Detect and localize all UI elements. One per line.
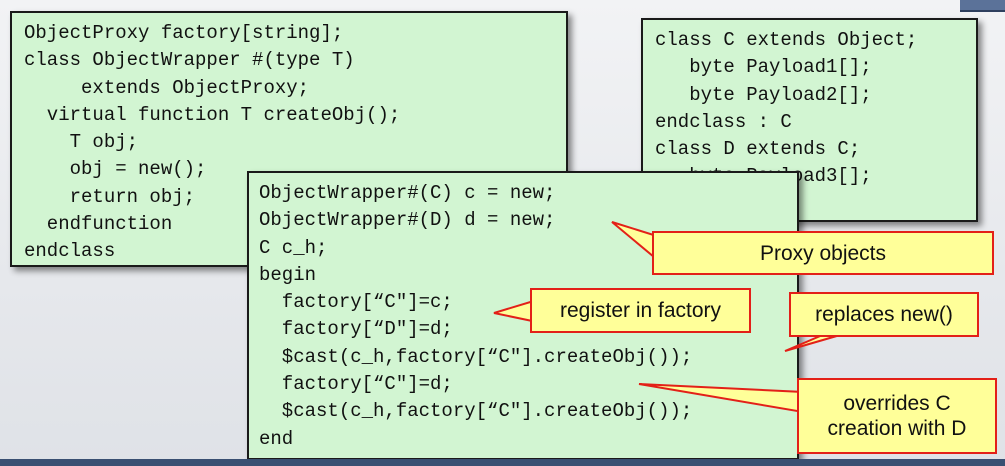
code-line: byte Payload1[]; <box>655 56 872 79</box>
code-line: ObjectWrapper#(C) c = new; <box>259 182 556 204</box>
code-line: endfunction <box>24 213 173 236</box>
code-line: endclass <box>24 240 116 263</box>
slide-corner-decoration <box>960 0 1005 12</box>
overrides-creation-callout: overrides C creation with D <box>797 378 997 454</box>
replaces-new-callout: replaces new() <box>789 292 979 337</box>
code-line: factory[“C"]=d; <box>259 373 453 396</box>
code-line: endclass : C <box>655 110 792 133</box>
code-line: byte Payload2[]; <box>655 83 872 106</box>
code-line: factory[“D"]=d; <box>259 318 453 341</box>
overrides-callout-line: creation with D <box>827 417 967 440</box>
code-line: extends ObjectProxy; <box>24 76 310 99</box>
code-line: class D extends C; <box>655 138 861 161</box>
overrides-callout-pointer <box>638 383 804 414</box>
slide-bottom-bar <box>0 459 1005 466</box>
code-line: ObjectProxy factory[string]; <box>24 22 344 44</box>
code-line: virtual function T createObj(); <box>24 103 401 126</box>
overrides-callout-line: overrides C <box>843 392 951 415</box>
code-line: factory[“C"]=c; <box>259 291 453 314</box>
code-line: obj = new(); <box>24 158 207 181</box>
code-line: begin <box>259 263 317 286</box>
proxy-objects-callout: Proxy objects <box>652 231 994 275</box>
code-line: class ObjectWrapper #(type T) <box>24 49 355 72</box>
code-line: $cast(c_h,factory[“C"].createObj()); <box>259 400 693 423</box>
code-line: return obj; <box>24 185 196 208</box>
code-line: C c_h; <box>259 236 328 259</box>
register-in-factory-callout: register in factory <box>530 288 751 333</box>
code-line: T obj; <box>24 131 139 154</box>
code-line: $cast(c_h,factory[“C"].createObj()); <box>259 345 693 368</box>
code-line: end <box>259 427 294 450</box>
code-line: ObjectWrapper#(D) d = new; <box>259 209 556 232</box>
code-line: class C extends Object; <box>655 29 918 51</box>
